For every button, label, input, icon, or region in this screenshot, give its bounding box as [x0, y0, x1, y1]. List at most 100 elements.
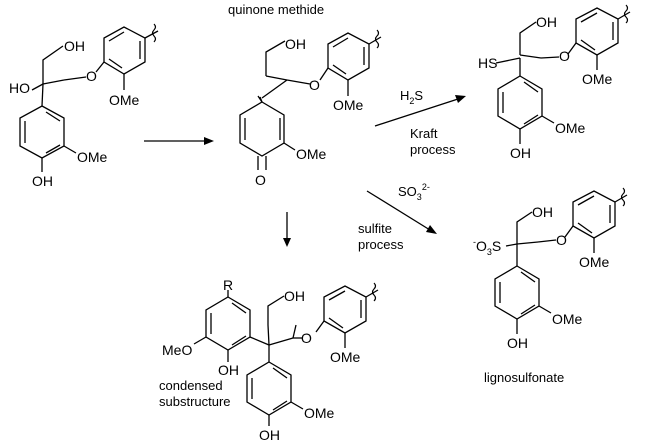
condensed-substructure: R OH MeO OH O OMe OMe OH condensed subst…	[159, 277, 379, 442]
kraft-product: OH HS O OMe OMe OH	[478, 4, 631, 161]
ring-upper	[572, 190, 616, 239]
atom-ome: OMe	[109, 92, 140, 108]
label-condensed-1: condensed	[159, 378, 223, 393]
ring-double	[580, 39, 596, 51]
ring-double	[580, 12, 598, 23]
label-kraft-1: Kraft	[410, 126, 438, 141]
ring-double	[332, 37, 349, 48]
bond-polymer	[614, 194, 628, 203]
bond-cbeta	[292, 324, 297, 339]
bond-calpha-oh	[31, 83, 44, 91]
wavy-bond	[371, 282, 377, 302]
quinone-methide: quinone methide OH O OMe OMe O	[228, 2, 382, 188]
bond-s	[505, 243, 518, 247]
bond-polymer	[365, 289, 379, 298]
ring-double	[272, 400, 288, 411]
label-sulfite-1: sulfite	[358, 221, 392, 236]
atom-ome: OMe	[582, 71, 613, 87]
ring-quinoid	[239, 101, 285, 157]
atom-ho: HO	[9, 80, 30, 96]
label-quinone-methide: quinone methide	[228, 2, 324, 17]
atom-o: O	[556, 232, 567, 248]
bond-o-ring	[319, 67, 329, 81]
atom-o: O	[301, 330, 312, 346]
ring-upper	[327, 32, 370, 81]
bond-cbeta-o	[537, 239, 557, 243]
atom-ome: OMe	[304, 405, 335, 421]
ring-double	[332, 64, 347, 75]
atom-meo: MeO	[162, 342, 192, 358]
atom-o: O	[255, 172, 266, 188]
label-lignosulfonate: lignosulfonate	[484, 370, 564, 385]
atom-oh: OH	[532, 204, 553, 220]
bond-ring-ome	[541, 115, 555, 124]
atom-ome: OMe	[330, 349, 361, 365]
bond-s	[495, 57, 521, 64]
ring-double	[520, 271, 536, 283]
ring-lower	[19, 105, 65, 159]
bond-ring-calpha	[249, 336, 270, 346]
atom-ome: OMe	[579, 254, 610, 270]
atom-oh: OH	[507, 335, 528, 351]
bond-calpha-ring	[41, 83, 44, 107]
starting-material: OH HO O OMe OMe OH	[9, 23, 159, 189]
atom-hs: HS	[478, 55, 497, 71]
arrow-kraft: H2S Kraft process	[374, 88, 466, 157]
wavy-bond	[151, 23, 157, 43]
bond-polymer	[368, 36, 382, 45]
bond-ring-ome	[290, 401, 304, 410]
ring-upper-double	[108, 31, 125, 42]
wavy-bond	[623, 4, 629, 24]
ring-double	[328, 317, 344, 329]
ring-upper-double	[108, 58, 123, 69]
atom-oh: OH	[536, 14, 557, 30]
ring-double	[577, 222, 593, 234]
ring-double	[231, 335, 247, 346]
ring-upper	[103, 26, 146, 75]
bond-o-ring	[564, 225, 574, 238]
atom-ome: OMe	[552, 311, 583, 327]
atom-oh: OH	[32, 173, 53, 189]
bond-o-ring	[95, 61, 105, 73]
atom-o: O	[86, 68, 97, 84]
label-sulfite-reagent: SO32-	[398, 182, 430, 202]
ring-double	[328, 290, 346, 301]
label-kraft-2: process	[410, 142, 456, 157]
atom-oh: OH	[510, 145, 531, 161]
wavy-bond	[374, 29, 380, 49]
ring-lower	[246, 361, 292, 416]
bond-calpha-cbeta	[519, 54, 542, 59]
ring-double	[272, 367, 288, 379]
atom-o3s: -O3S	[473, 237, 501, 257]
atom-r: R	[223, 277, 233, 293]
bond-o-ring	[567, 42, 577, 55]
atom-o: O	[559, 48, 570, 64]
arrow-to-quinone-methide	[144, 137, 214, 145]
ring-lower	[497, 75, 543, 130]
bond-calpha-cbeta	[516, 241, 539, 245]
ring-double	[520, 304, 536, 315]
bond-polymer	[144, 30, 159, 39]
ring-double	[523, 81, 539, 93]
label-condensed-2: substructure	[159, 394, 231, 409]
atom-oh: OH	[64, 38, 85, 54]
ring-double	[231, 302, 247, 314]
lignosulfonate: OH -O3S O OMe OMe OH lignosulfonate	[473, 187, 628, 385]
arrow-condensation	[283, 212, 291, 247]
atom-ome: OMe	[77, 149, 108, 165]
label-sulfite-2: process	[358, 237, 404, 252]
ring-lower-double	[45, 111, 61, 122]
atom-oh: OH	[285, 36, 306, 52]
bond-polymer	[617, 11, 631, 20]
bond-calpha-cbeta	[268, 337, 294, 346]
bond-cbeta-o	[286, 79, 311, 85]
bond-ring-ome	[193, 336, 207, 345]
bond-exo	[259, 96, 263, 103]
ring-lower	[494, 265, 540, 320]
atom-ome: OMe	[296, 146, 327, 162]
ring-lower-double	[45, 144, 61, 154]
bond-ring-ome	[538, 305, 552, 314]
atom-ome: OMe	[555, 120, 586, 136]
ring-upper	[323, 285, 367, 334]
ring-upper	[575, 7, 619, 56]
